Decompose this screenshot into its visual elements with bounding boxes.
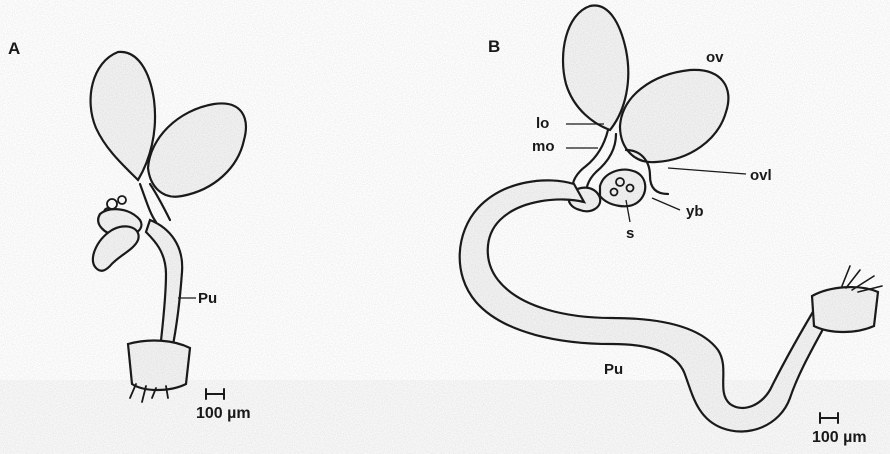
speckle-overlay — [0, 0, 890, 454]
figure: A Pu 100 µm B — [0, 0, 890, 454]
diagram-canvas: A Pu 100 µm B — [0, 0, 890, 454]
